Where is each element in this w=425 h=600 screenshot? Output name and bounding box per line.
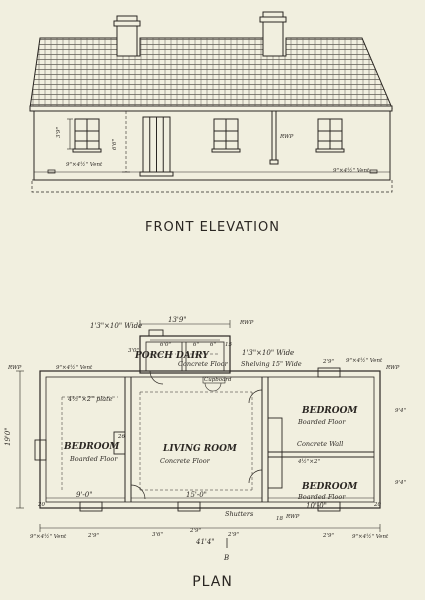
- front-elevation-caption: FRONT ELEVATION: [145, 220, 280, 235]
- rwp-elevation-label: RWP: [279, 134, 294, 140]
- dim-overall-width: 41'4": [195, 538, 215, 546]
- door-swing-porch: [149, 370, 164, 385]
- dim-6b: 6": [210, 342, 216, 348]
- dim-20a: 20: [37, 502, 45, 508]
- door-swing-bedroom-br: [248, 469, 263, 484]
- vent-left-label: 9"×4½" Vent: [66, 161, 103, 168]
- rain-water-pipe: [269, 111, 279, 165]
- room-porch-label: PORCH: [134, 351, 173, 361]
- window-middle: [211, 118, 241, 153]
- dim-2-9d: 2'9": [322, 359, 334, 365]
- vent-tl-label: 9"×4½" Vent: [56, 364, 93, 371]
- rwp-top-label: RWP: [239, 320, 254, 326]
- concrete-wall-label: Concrete Wall: [297, 440, 343, 448]
- dim-9-4b: 9'4": [395, 480, 406, 486]
- floor-plan: [16, 320, 381, 548]
- elevation-dims: [67, 110, 130, 173]
- dim-porch-width: 13'9": [168, 316, 187, 324]
- dim-overall-depth: 19'0": [4, 427, 12, 446]
- room-bedroom-tr-label: BEDROOM: [301, 406, 358, 416]
- window-right: [315, 118, 345, 153]
- chimney-left: [113, 15, 141, 57]
- vent-br-label: 9"×4½" Vent: [352, 533, 389, 540]
- dim-2-9c: 2'9": [322, 533, 334, 539]
- door-swing-bedroom-left: [130, 484, 146, 500]
- plan-window-left: [34, 439, 47, 461]
- dim-20b: 20: [373, 502, 381, 508]
- dim-2-9a: 2'9": [87, 533, 99, 539]
- bedroom-br-floor-label: Boarded Floor: [297, 493, 346, 501]
- dim-porch-opening: 1'3"×10" Wide: [90, 322, 142, 330]
- section-mark-label: B: [223, 554, 229, 562]
- dim-9-4: 9'4": [395, 408, 406, 414]
- dim-6-0: 6'0": [160, 342, 171, 348]
- vent-bl-label: 9"×4½" Vent: [30, 533, 67, 540]
- plan-window-bl: [79, 501, 103, 512]
- chimney-right: [259, 11, 287, 57]
- plan-dimension-lines: [16, 320, 381, 532]
- shelving-label: Shelving 15" Wide: [241, 360, 302, 368]
- rwp-bottom-label: RWP: [285, 514, 300, 520]
- plan-caption: PLAN: [192, 574, 233, 590]
- vent-tr-label: 9"×4½" Vent: [346, 357, 383, 364]
- living-floor-label: Concrete Floor: [160, 457, 211, 465]
- dim-4-2: 4½"×2": [297, 458, 320, 465]
- bedroom-tr-floor-label: Boarded Floor: [297, 418, 346, 426]
- plan-window-tr: [317, 367, 341, 378]
- bedroom-left-floor-label: Boarded Floor: [69, 455, 118, 463]
- room-bedroom-left-label: BEDROOM: [63, 442, 120, 452]
- door-swing-bedroom-tr: [248, 389, 263, 404]
- dim-2-9b: 2'9": [227, 532, 239, 538]
- dim-2-9e: 2'9": [189, 528, 201, 534]
- window-left: [72, 118, 102, 153]
- vent-right-label: 9"×4½" Vent: [333, 167, 370, 174]
- dim-15: 15: [225, 342, 232, 348]
- front-door: [139, 116, 174, 177]
- room-bedroom-br-label: BEDROOM: [301, 482, 358, 492]
- rwp-right-label: RWP: [385, 365, 400, 371]
- dim-18: 18: [276, 516, 283, 522]
- dim-15-0: 15'-0": [186, 491, 207, 499]
- dairy-floor-label: Concrete Floor: [178, 360, 229, 368]
- dim-6a: 6": [193, 342, 199, 348]
- plate-label: 4½"×2" plate: [67, 395, 113, 403]
- room-dairy-label: DAIRY: [175, 351, 210, 361]
- dim-9-0: 9'-0": [76, 491, 92, 499]
- dim-10-0: 10'-0": [306, 502, 327, 510]
- dim-26: 26: [117, 434, 125, 440]
- plan-window-bm: [177, 501, 201, 512]
- rwp-left-label: RWP: [7, 365, 22, 371]
- porch-dairy-block: [139, 335, 231, 374]
- front-elevation: [29, 11, 393, 193]
- cupboard-doors: [204, 382, 222, 392]
- vent-right: [369, 169, 378, 174]
- dim-dairy-shelf: 1'3"×10" Wide: [242, 349, 294, 357]
- room-living-label: LIVING ROOM: [162, 444, 238, 454]
- dim-3-0: 3'0": [128, 348, 139, 354]
- vent-left: [47, 169, 56, 174]
- dim-window-height: 3'9": [56, 127, 62, 138]
- cupboard-label: Cupboard: [204, 377, 232, 383]
- dim-wall-height: 6'6": [112, 139, 118, 150]
- dim-3-6: 3'6": [152, 532, 163, 538]
- roof: [29, 37, 393, 109]
- shutters-label: Shutters: [225, 510, 254, 518]
- plan-window-br: [317, 501, 341, 512]
